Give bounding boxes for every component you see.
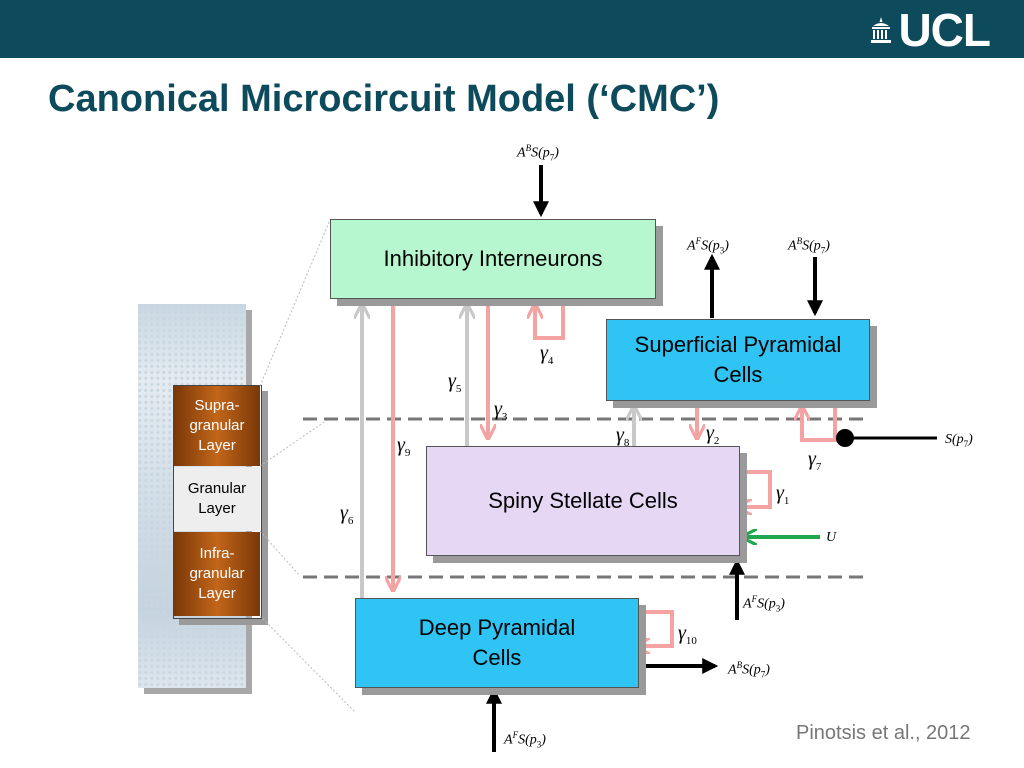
signal-label-side: S(p7) [945,432,973,449]
signal-label-top: ABS(p7) [517,143,559,163]
signal-label-superficial-out: AFS(p3) [687,236,729,256]
citation: Pinotsis et al., 2012 [796,722,971,744]
zoom-guide-line [259,219,331,387]
gamma7-loop [802,400,837,442]
gamma7-label: γ7 [808,448,822,473]
gamma1-label: γ1 [776,482,790,507]
superficial-pyramidal-box: Superficial Pyramidal Cells [606,319,870,401]
inhibitory-interneurons-box: Inhibitory Interneurons [330,219,656,299]
modulatory-input-dot [836,429,854,447]
infragranular-layer-label: Infra- granular Layer [174,532,260,616]
ucl-logo: UCL [870,4,991,56]
granular-layer-label: Granular Layer [174,467,260,531]
signal-label-deep-out: ABS(p7) [728,660,770,680]
signal-label-bottom: AFS(p3) [504,730,546,750]
deep-pyramidal-box: Deep Pyramidal Cells [355,598,639,688]
signal-label-spiny-in: AFS(p3) [743,594,785,614]
zoom-guide-line [259,417,331,467]
gamma10-label: γ10 [678,622,697,647]
gamma9-label: γ9 [397,434,411,459]
gamma4-label: γ4 [540,342,554,367]
gamma4-loop [535,299,565,340]
gamma10-loop [637,610,674,646]
zoom-guide-line [259,530,301,577]
gamma6-label: γ6 [340,502,354,527]
zoom-guide-line [259,615,356,713]
gamma3-label: γ3 [494,398,508,423]
portico-icon [871,17,892,43]
supragranular-layer-label: Supra- granular Layer [174,386,260,466]
layers-frame [173,385,262,619]
logo-text: UCL [898,4,991,56]
header-bar: UCL [0,0,1024,58]
page-title: Canonical Microcircuit Model (‘CMC’) [48,78,720,120]
spiny-stellate-box: Spiny Stellate Cells [426,446,740,556]
gamma1-loop [739,470,772,507]
signal-label-u: U [826,530,837,545]
gamma8-label: γ8 [616,424,630,449]
signal-label-superficial-in: ABS(p7) [788,236,830,256]
gamma5-label: γ5 [448,370,462,395]
gamma2-label: γ2 [706,422,720,447]
